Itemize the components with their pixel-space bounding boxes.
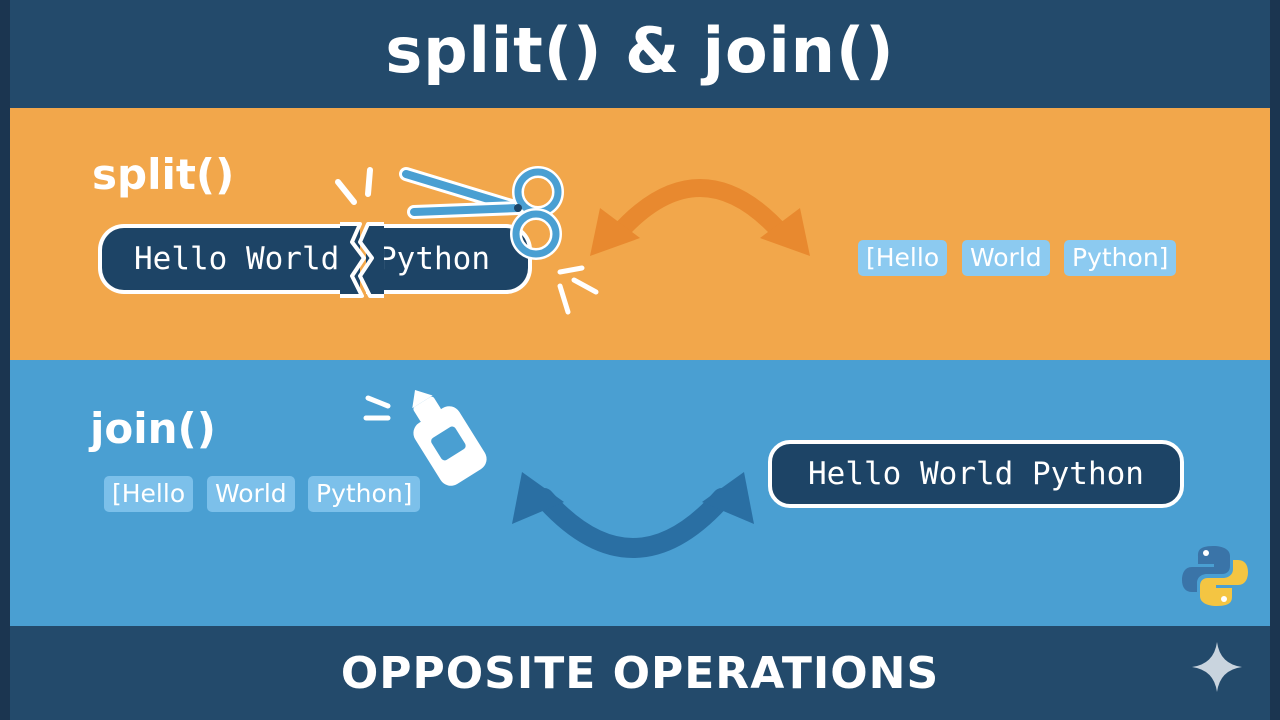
cut-sparks-icon <box>335 167 373 205</box>
python-logo-icon <box>1182 546 1248 606</box>
join-double-arrow <box>512 472 754 558</box>
glue-bottle-icon <box>363 390 487 486</box>
slide-title: split() & join() <box>385 13 895 87</box>
split-string-right-piece: Python <box>366 224 532 294</box>
tear-edge <box>340 222 384 298</box>
split-list-item-2: World <box>962 240 1050 276</box>
footer-tagline: OPPOSITE OPERATIONS <box>340 647 940 699</box>
joined-string-text: Hello World Python <box>808 456 1144 492</box>
header-bar: split() & join() <box>10 0 1270 108</box>
cut-sparks-lower-icon <box>557 265 599 315</box>
split-double-arrow <box>590 179 810 256</box>
join-list-item-3: Python] <box>308 476 421 512</box>
scissors-icon <box>399 166 564 260</box>
split-string-left-piece: Hello World <box>98 224 360 294</box>
sparkle-icon <box>1192 642 1242 692</box>
left-frame-edge <box>0 0 10 720</box>
split-string-right-text: Python <box>378 241 490 277</box>
split-list-item-1: [Hello <box>858 240 948 276</box>
join-label: join() <box>90 404 216 453</box>
split-list-item-3: Python] <box>1064 240 1177 276</box>
footer-bar: OPPOSITE OPERATIONS <box>10 626 1270 720</box>
join-list-item-2: World <box>207 476 295 512</box>
joined-string-pill: Hello World Python <box>768 440 1184 508</box>
right-frame-edge <box>1270 0 1280 720</box>
split-string-left-text: Hello World <box>134 241 340 277</box>
join-list-item-1: [Hello <box>104 476 194 512</box>
split-label: split() <box>92 150 235 199</box>
